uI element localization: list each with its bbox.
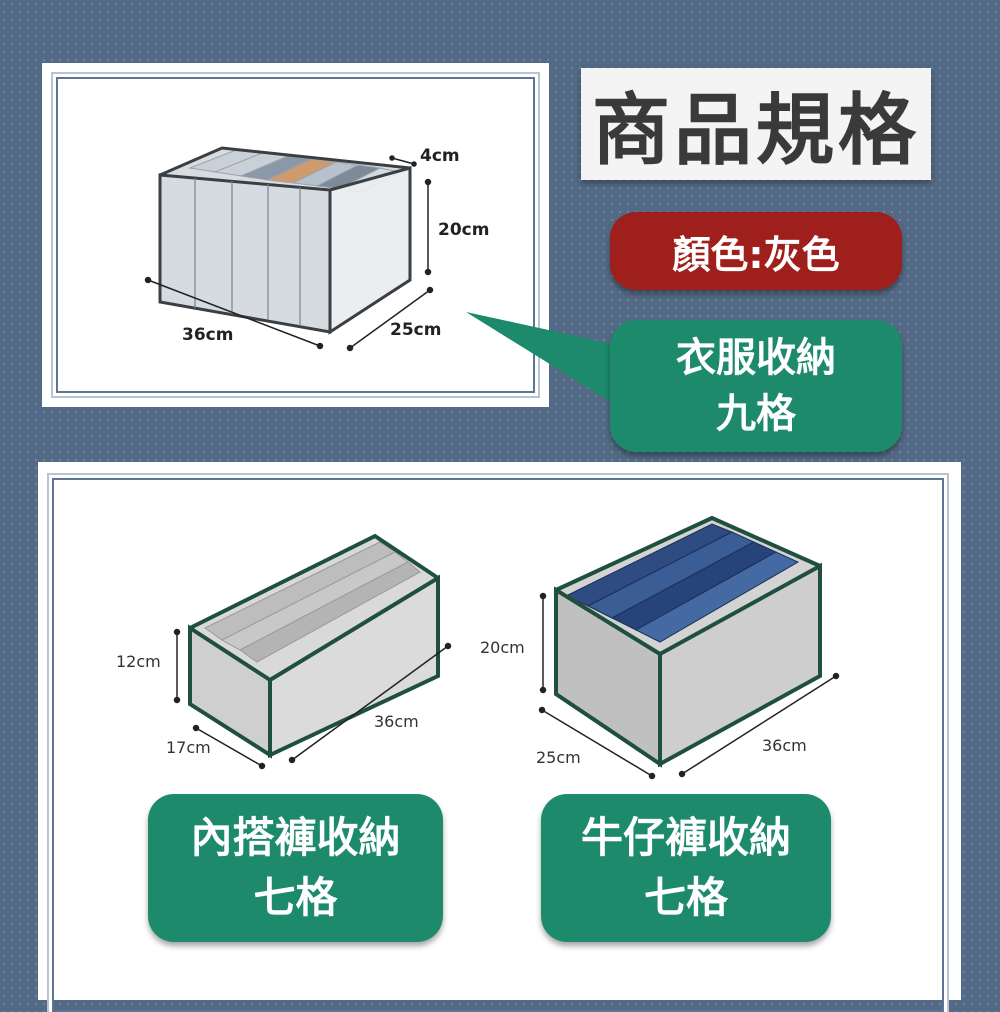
spec-title-box: 商品規格 [581,68,931,180]
jeans-label-line2: 七格 [643,873,728,922]
page-title: 商品規格 [591,86,920,176]
color-label: 顏色:灰色 [672,232,840,277]
underwear-box-width-dim: 36cm [374,712,419,731]
color-badge: 顏色:灰色 [610,212,902,290]
nine-grid-callout-line1: 衣服收納 [676,335,836,381]
underwear-label-line1: 內搭褲收納 [190,813,401,862]
jeans-box-illustration [538,515,840,780]
top-panel-frame [56,77,535,393]
nine-box-divider-dim: 4cm [420,146,460,166]
underwear-storage-label: 內搭褲收納 七格 [148,794,443,942]
nine-box-depth-dim: 25cm [390,320,442,340]
callout-pointer [466,312,640,420]
nine-grid-callout: 衣服收納 九格 [610,320,902,452]
nine-grid-box-illustration [144,146,434,352]
underwear-box-height-dim: 12cm [116,652,161,671]
jeans-box-depth-dim: 25cm [536,748,581,767]
nine-box-width-dim: 36cm [182,325,234,345]
jeans-storage-label: 牛仔褲收納 七格 [541,794,831,942]
underwear-box-depth-dim: 17cm [166,738,211,757]
underwear-box-illustration [173,533,452,770]
jeans-box-width-dim: 36cm [762,736,807,755]
underwear-label-line2: 七格 [253,873,338,922]
jeans-label-line1: 牛仔褲收納 [580,813,791,862]
nine-box-height-dim: 20cm [438,220,490,240]
jeans-box-height-dim: 20cm [480,638,525,657]
nine-grid-callout-line2: 九格 [716,391,796,437]
